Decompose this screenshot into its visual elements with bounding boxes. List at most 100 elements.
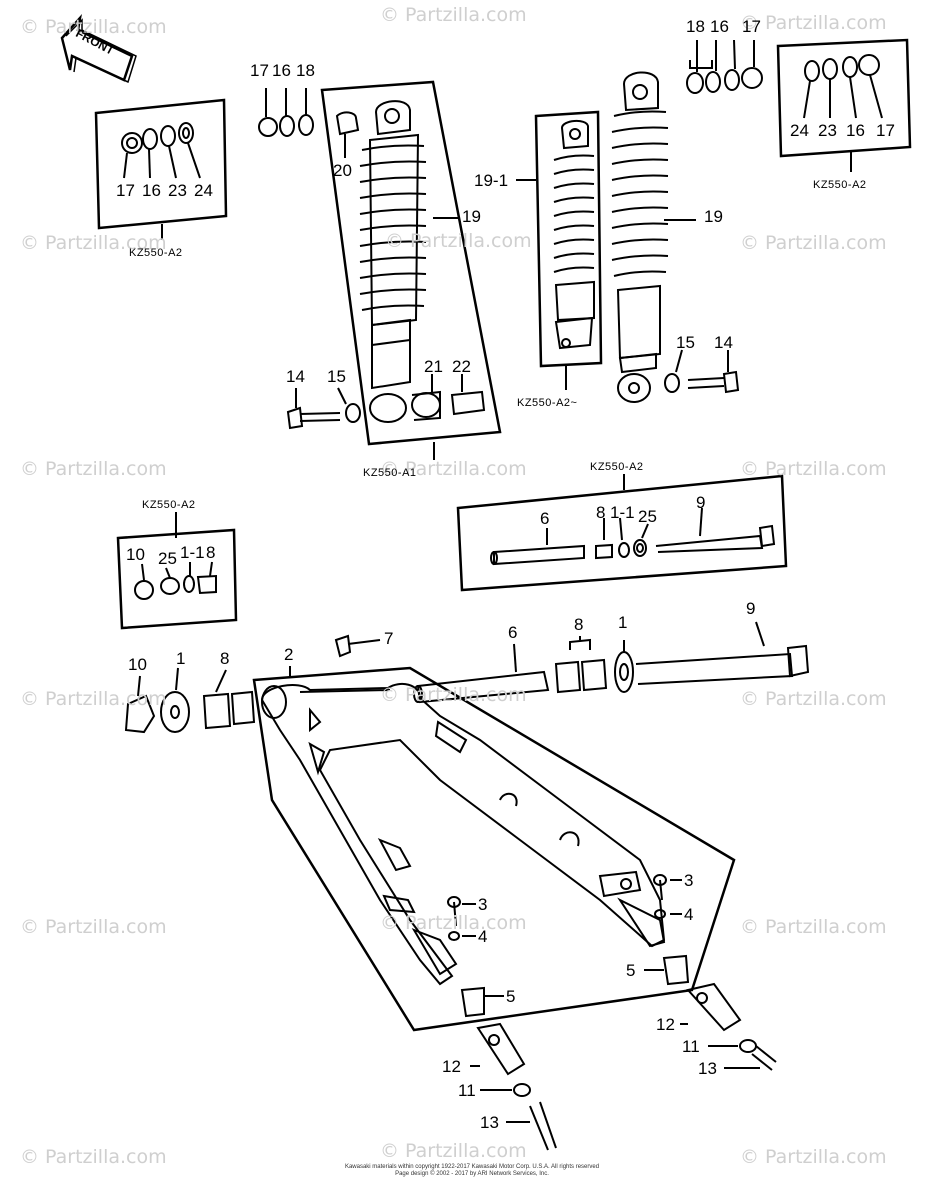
pivot-set-long	[490, 474, 776, 566]
model-label: KZ550-A2~	[517, 397, 578, 409]
callout-16: 16	[142, 181, 161, 200]
watermark: © Partzilla.com	[740, 916, 887, 938]
watermark: © Partzilla.com	[740, 688, 887, 710]
kz550-a2-shock-box	[534, 110, 603, 368]
callout-24: 24	[790, 121, 809, 140]
bolt-14-left	[286, 387, 361, 430]
callout-5: 5	[506, 987, 516, 1006]
rear-shock-a1	[335, 100, 486, 460]
callout-8: 8	[206, 543, 216, 562]
watermark: © Partzilla.com	[20, 688, 167, 710]
watermark: © Partzilla.com	[380, 4, 527, 26]
watermark: © Partzilla.com	[380, 1140, 527, 1162]
watermark: © Partzilla.com	[740, 232, 887, 254]
callout-9: 9	[746, 599, 756, 618]
callout-4: 4	[478, 927, 488, 946]
callout-6: 6	[540, 509, 550, 528]
callout-15: 15	[327, 367, 346, 386]
callout-19: 19	[704, 207, 723, 226]
callout-17: 17	[876, 121, 895, 140]
kz550-a2-pivot-box-long	[456, 474, 788, 592]
callout-20: 20	[333, 161, 352, 180]
callout-17: 17	[116, 181, 135, 200]
callout-4: 4	[684, 905, 694, 924]
callout-10: 10	[126, 545, 145, 564]
callout-2: 2	[284, 645, 294, 664]
watermark: © Partzilla.com	[740, 1146, 887, 1168]
callout-1: 1	[176, 649, 186, 668]
callout-17: 17	[742, 17, 761, 36]
swing-arm	[260, 634, 666, 986]
callout-1-1: 1-1	[610, 503, 635, 522]
callout-6: 6	[508, 623, 518, 642]
hardware-set-left	[121, 122, 201, 240]
pivot-shaft-set	[124, 621, 810, 734]
copyright-line-1: Kawasaki materials within copyright 1922…	[344, 1164, 600, 1170]
callout-25: 25	[158, 549, 177, 568]
callout-8: 8	[596, 503, 606, 522]
callout-16: 16	[710, 17, 729, 36]
kz550-a2-pivot-box-small	[116, 528, 238, 630]
swing-arm-box	[252, 666, 736, 1032]
watermark: © Partzilla.com	[20, 1146, 167, 1168]
callout-9: 9	[696, 493, 706, 512]
callout-11: 11	[682, 1037, 700, 1056]
callout-15: 15	[676, 333, 695, 352]
callout-18: 18	[686, 17, 705, 36]
callout-10: 10	[128, 655, 147, 674]
callout-24: 24	[194, 181, 213, 200]
callout-14: 14	[286, 367, 305, 386]
model-label: KZ550-A2	[813, 179, 867, 191]
callout-12: 12	[656, 1015, 675, 1034]
callout-8: 8	[574, 615, 584, 634]
callout-14: 14	[714, 333, 733, 352]
watermark: © Partzilla.com	[380, 458, 527, 480]
watermark: © Partzilla.com	[20, 916, 167, 938]
callout-11: 11	[458, 1081, 476, 1100]
callout-23: 23	[818, 121, 837, 140]
callout-23: 23	[168, 181, 187, 200]
watermark: © Partzilla.com	[740, 12, 887, 34]
callout-16: 16	[272, 61, 291, 80]
callout-18: 18	[296, 61, 315, 80]
callout-1: 1	[618, 613, 628, 632]
watermark: © Partzilla.com	[740, 458, 887, 480]
callout-12: 12	[442, 1057, 461, 1076]
callout-16: 16	[846, 121, 865, 140]
model-label: KZ550-A2	[590, 461, 644, 473]
watermark: © Partzilla.com	[385, 230, 532, 252]
watermark: © Partzilla.com	[380, 912, 527, 934]
rear-shock-19-right	[611, 71, 696, 403]
callout-1-1: 1-1	[180, 543, 205, 562]
callout-25: 25	[638, 507, 657, 526]
callout-19-1: 19-1	[474, 171, 509, 190]
kz550-a2-hardware-box-left	[94, 98, 228, 230]
copyright-notice: Kawasaki materials within copyright 1922…	[292, 1164, 652, 1178]
kz550-a1-shock-box	[320, 80, 502, 446]
callout-22: 22	[452, 357, 471, 376]
watermark: © Partzilla.com	[20, 16, 167, 38]
callout-19: 19	[462, 207, 481, 226]
model-label: KZ550-A2	[142, 499, 196, 511]
bolt-14-right	[664, 349, 740, 394]
model-label: KZ550-A1	[363, 467, 417, 479]
callout-13: 13	[698, 1059, 717, 1078]
watermark: © Partzilla.com	[20, 232, 167, 254]
callout-17: 17	[250, 61, 269, 80]
callout-21: 21	[424, 357, 443, 376]
callout-3: 3	[684, 871, 694, 890]
callout-7: 7	[384, 629, 394, 648]
callout-13: 13	[480, 1113, 499, 1132]
pivot-set-small	[134, 512, 217, 600]
callout-3: 3	[478, 895, 488, 914]
watermark: © Partzilla.com	[380, 684, 527, 706]
hardware-set-right	[803, 54, 883, 172]
callout-8: 8	[220, 649, 230, 668]
front-arrow-icon	[60, 13, 137, 84]
rear-shock-19-1	[516, 120, 595, 390]
adjuster-hardware	[447, 874, 777, 1151]
nut-washer-set-top	[258, 88, 314, 137]
model-label: KZ550-A2	[129, 247, 183, 259]
callout-5: 5	[626, 961, 636, 980]
